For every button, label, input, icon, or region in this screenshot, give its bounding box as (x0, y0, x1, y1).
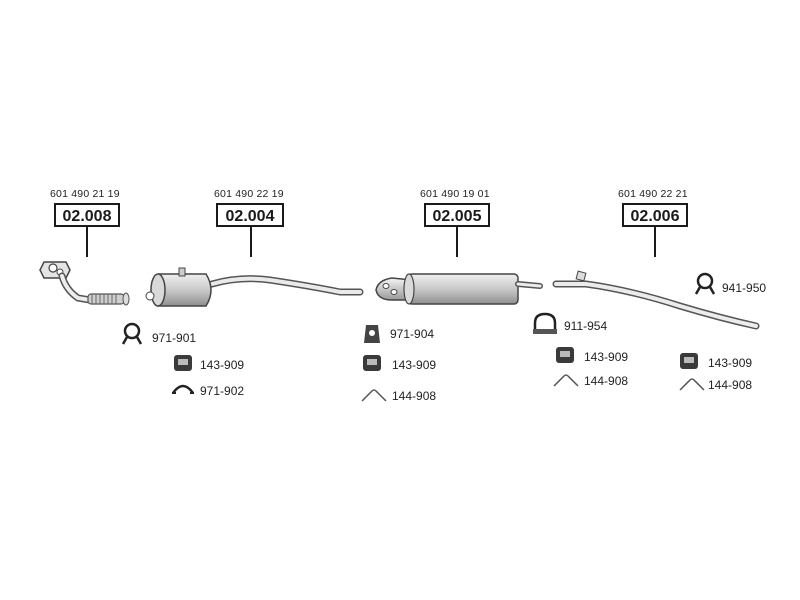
leader-line (456, 227, 458, 257)
leader-line (250, 227, 252, 257)
bracket-wire-icon (679, 378, 705, 391)
rear-silencer-part[interactable] (145, 267, 364, 307)
hanger-strap-icon (171, 384, 195, 394)
part-number[interactable]: 971-904 (390, 327, 435, 341)
clamp-ring-icon (694, 272, 716, 295)
part-number[interactable]: 143-909 (200, 358, 245, 372)
rubber-mount-icon (556, 347, 574, 363)
part-number[interactable]: 143-909 (392, 358, 437, 372)
rubber-mount-icon (174, 355, 192, 371)
leader-line (654, 227, 656, 257)
part-number[interactable]: 941-950 (722, 281, 767, 295)
leader-line (86, 227, 88, 257)
part-number[interactable]: 144-908 (392, 389, 437, 403)
part-number[interactable]: 971-901 (152, 331, 197, 345)
ref-code-label[interactable]: 02.004 (216, 203, 284, 227)
rubber-mount-icon (680, 353, 698, 369)
ref-code-label[interactable]: 02.008 (54, 203, 120, 227)
bracket-wire-icon (553, 374, 579, 387)
ref-code-label[interactable]: 02.005 (424, 203, 490, 227)
centre-silencer-part[interactable] (375, 273, 543, 305)
bracket-wire-icon (361, 389, 387, 402)
clamp-ring-icon (121, 322, 143, 345)
part-number[interactable]: 143-909 (584, 350, 629, 364)
rubber-mount-icon (363, 355, 381, 371)
oe-number: 601 490 21 19 (50, 188, 120, 200)
part-number[interactable]: 144-908 (708, 378, 753, 392)
intermediate-pipe-part[interactable] (552, 270, 760, 330)
part-number[interactable]: 911-954 (564, 319, 608, 333)
front-pipe-part[interactable] (39, 261, 130, 306)
oe-number: 601 490 19 01 (420, 188, 490, 200)
part-number[interactable]: 144-908 (584, 374, 629, 388)
u-clamp-icon (533, 312, 557, 334)
oe-number: 601 490 22 19 (214, 188, 284, 200)
part-number[interactable]: 143-909 (708, 356, 753, 370)
ref-code-label[interactable]: 02.006 (622, 203, 688, 227)
part-number[interactable]: 971-902 (200, 384, 245, 398)
bracket-icon (364, 325, 380, 343)
oe-number: 601 490 22 21 (618, 188, 688, 200)
